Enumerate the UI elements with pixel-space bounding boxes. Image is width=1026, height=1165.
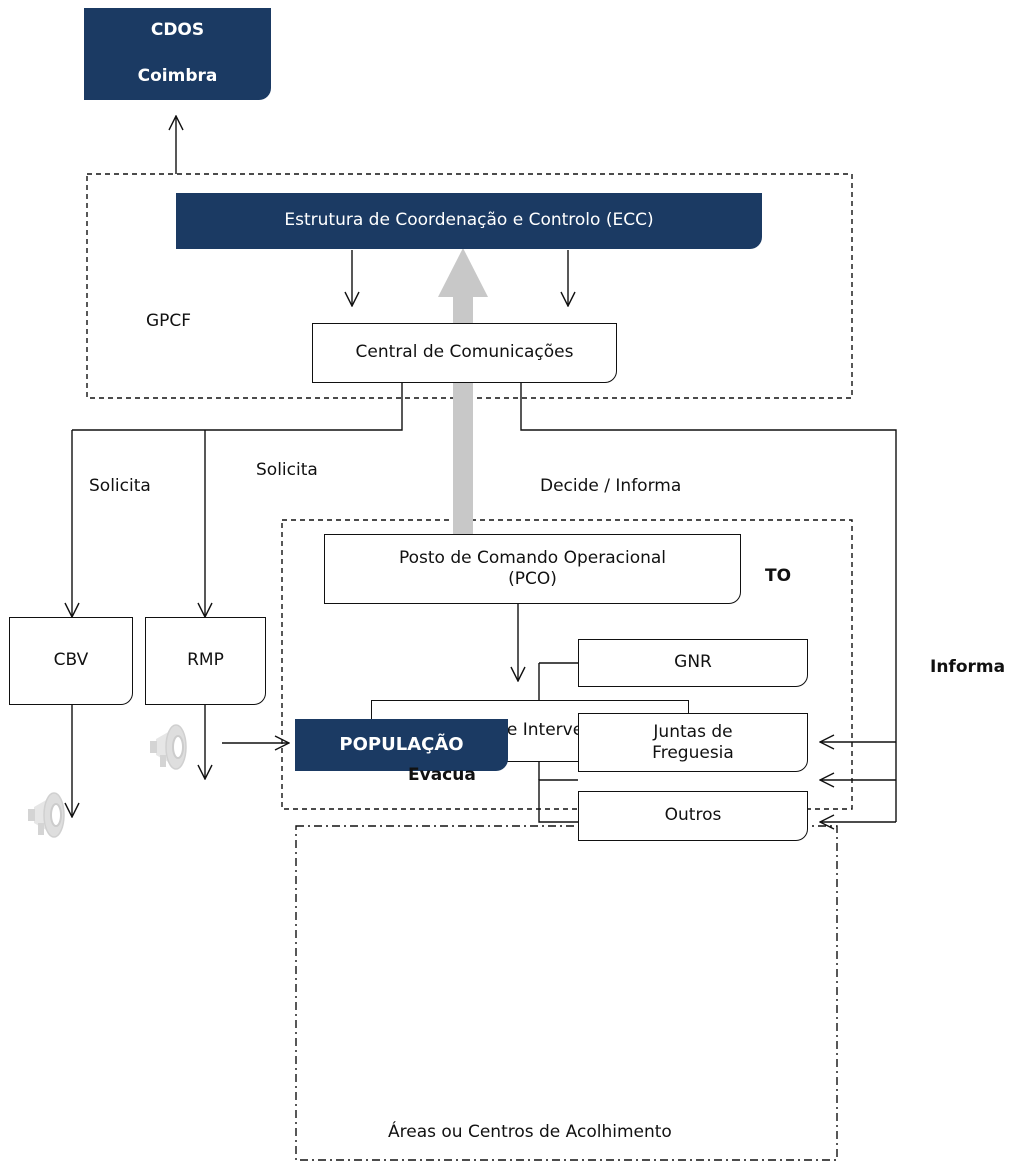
bracket-left — [538, 779, 578, 823]
cdos-label: CDOS — [150, 20, 205, 41]
evacua-label: Evacua — [408, 765, 476, 785]
informa-label: Informa — [930, 657, 1006, 677]
gpcf-label: GPCF — [146, 311, 192, 331]
populacao-box: POPULAÇÃO — [295, 719, 508, 771]
gnr-label: GNR — [674, 652, 712, 673]
ecc-box: Estrutura de Coordenação e Controlo (ECC… — [176, 193, 762, 249]
coimbra-label: Coimbra — [137, 66, 218, 86]
populacao-label: POPULAÇÃO — [339, 733, 464, 755]
central-label: Central de Comunicações — [355, 342, 574, 363]
cdos-coimbra-box: CDOS Coimbra — [84, 8, 271, 100]
rmp-box: RMP — [145, 617, 266, 705]
megaphone-icon — [28, 792, 65, 838]
line-central-solicita — [72, 383, 403, 431]
to-region — [281, 519, 853, 810]
megaphone-icon — [150, 724, 187, 770]
pco-line1: Posto de Comando Operacional — [398, 547, 667, 568]
acolhimento-label: Áreas ou Centros de Acolhimento — [388, 1122, 672, 1142]
solicita-left-label: Solicita — [89, 476, 151, 496]
ecc-label: Estrutura de Coordenação e Controlo (ECC… — [284, 210, 654, 231]
juntas-freguesia-box: Juntas de Freguesia — [578, 713, 808, 772]
to-label: TO — [765, 566, 792, 586]
big-up-arrow — [438, 248, 488, 535]
central-comunicacoes-box: Central de Comunicações — [312, 323, 617, 383]
outros-label: Outros — [664, 805, 722, 826]
rmp-label: RMP — [187, 650, 224, 671]
outros-box: Outros — [578, 791, 808, 841]
cbv-box: CBV — [9, 617, 133, 705]
gnr-box: GNR — [578, 639, 808, 687]
cbv-label: CBV — [53, 650, 89, 671]
juntas-line1: Juntas de — [653, 722, 733, 743]
decide-informa-label: Decide / Informa — [540, 476, 682, 496]
juntas-line2: Freguesia — [652, 742, 734, 763]
line-informa — [520, 383, 897, 822]
acolhimento-region — [295, 825, 838, 1161]
pco-line2: (PCO) — [508, 569, 557, 589]
solicita-right-label: Solicita — [256, 460, 318, 480]
pco-box: Posto de Comando Operacional (PCO) — [324, 534, 741, 604]
